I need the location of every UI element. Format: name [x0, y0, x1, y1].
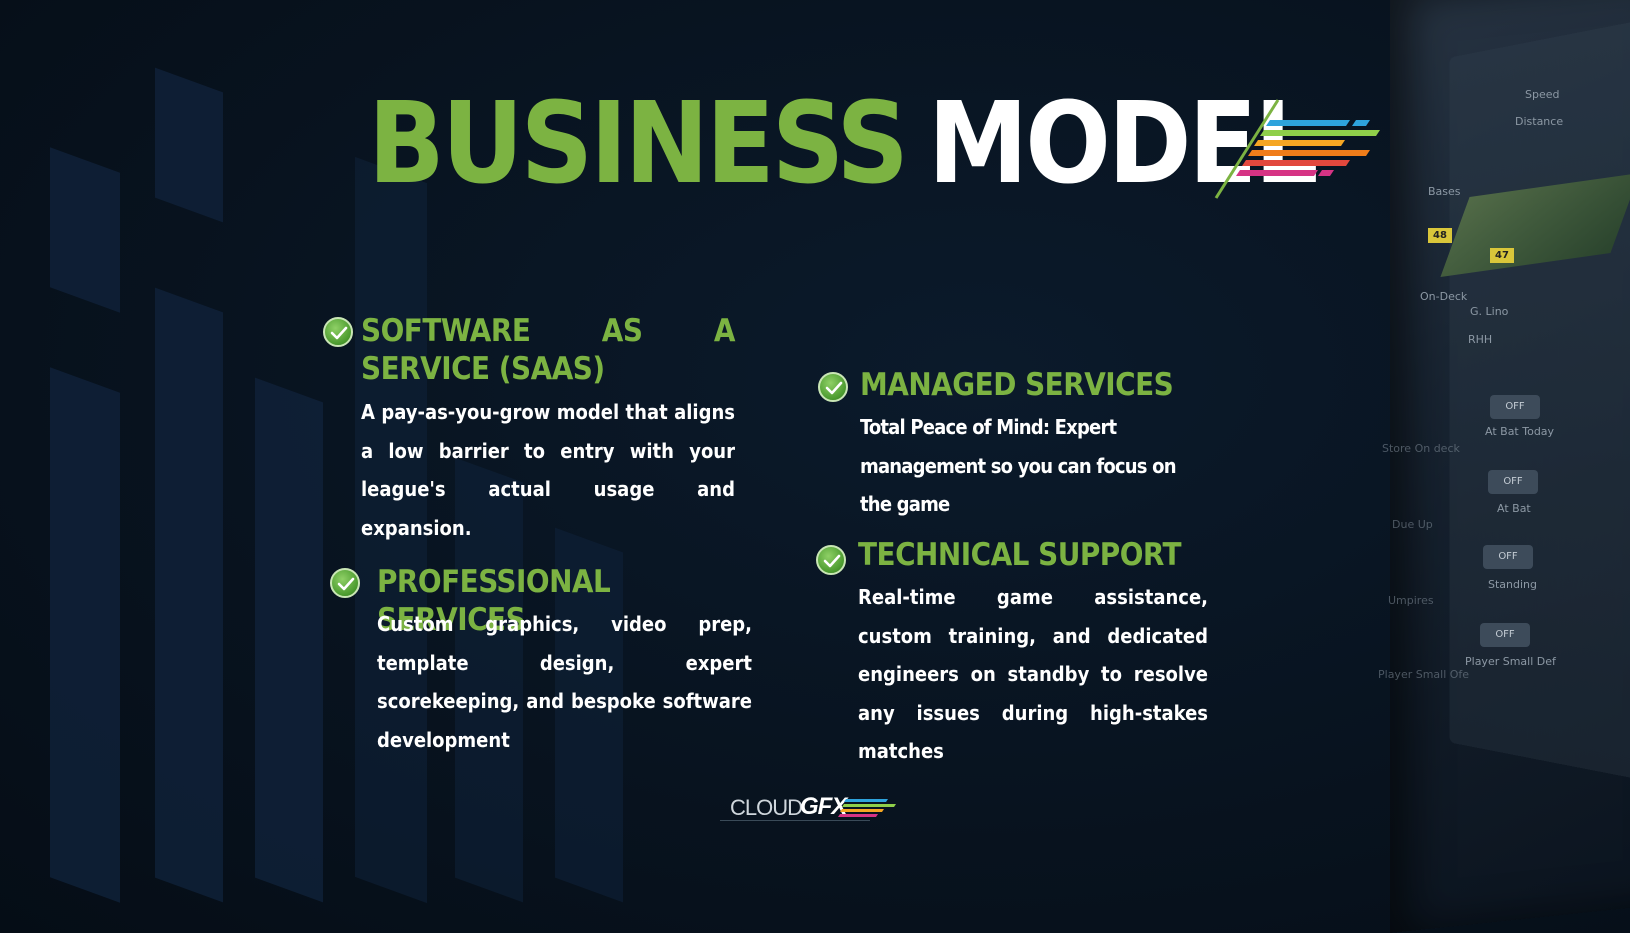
screen-label: Standing: [1488, 578, 1538, 591]
background-bar: [50, 367, 120, 903]
screen-label: Distance: [1515, 115, 1564, 128]
check-circle-icon: [818, 372, 848, 402]
screen-label: G. Lino: [1470, 305, 1509, 318]
background-bar: [155, 67, 223, 223]
field-number: 48: [1428, 228, 1452, 243]
cloudgfx-logo: CLOUD GFX: [720, 790, 910, 824]
logo-underline: [720, 820, 870, 821]
check-circle-icon: [816, 545, 846, 575]
screen-label: Speed: [1525, 88, 1560, 101]
speed-lines-icon: [1214, 99, 1380, 199]
screen-label: Player Small Ofe: [1378, 668, 1470, 681]
screen-label: At Bat: [1497, 502, 1531, 515]
screen-label: At Bat Today: [1485, 425, 1555, 438]
technical-support-title: TECHNICAL SUPPORT: [858, 537, 1182, 573]
toggle-off-button: OFF: [1488, 470, 1538, 494]
professional-services-title: PROFESSIONAL SERVICES: [377, 564, 611, 638]
technical-support-body: Real-time game assistance, custom traini…: [858, 585, 1208, 763]
saas-title: SOFTWARE AS A SERVICE (SAAS): [361, 313, 736, 387]
screen-label: RHH: [1468, 333, 1493, 346]
screen-label: Player Small Def: [1465, 655, 1556, 668]
background-bar: [50, 147, 120, 313]
title-word-model: MODEL: [927, 79, 1319, 209]
screen-label: Due Up: [1392, 518, 1433, 531]
logo-speed-lines-icon: [838, 799, 896, 817]
toggle-off-button: OFF: [1483, 545, 1533, 569]
professional-services-body: Custom graphics, video prep, template de…: [377, 612, 752, 752]
screen-label: Umpires: [1388, 594, 1434, 607]
title-word-business: BUSINESS: [368, 79, 909, 209]
toggle-off-button: OFF: [1490, 395, 1540, 419]
toggle-off-button: OFF: [1480, 623, 1530, 647]
check-circle-icon: [330, 568, 360, 598]
screen-label: Bases: [1428, 185, 1461, 198]
background-bar: [155, 287, 223, 903]
managed-services-title: MANAGED SERVICES: [860, 367, 1174, 403]
screen-label: Store On deck: [1382, 442, 1460, 455]
screen-label: On-Deck: [1420, 290, 1468, 303]
field-number: 47: [1490, 248, 1514, 263]
check-circle-icon: [323, 317, 353, 347]
saas-body: A pay-as-you-grow model that aligns a lo…: [361, 400, 735, 540]
background-bar: [255, 377, 323, 903]
logo-text-cloud: CLOUD: [730, 795, 803, 820]
managed-services-body: Total Peace of Mind: Expert management s…: [860, 415, 1177, 516]
